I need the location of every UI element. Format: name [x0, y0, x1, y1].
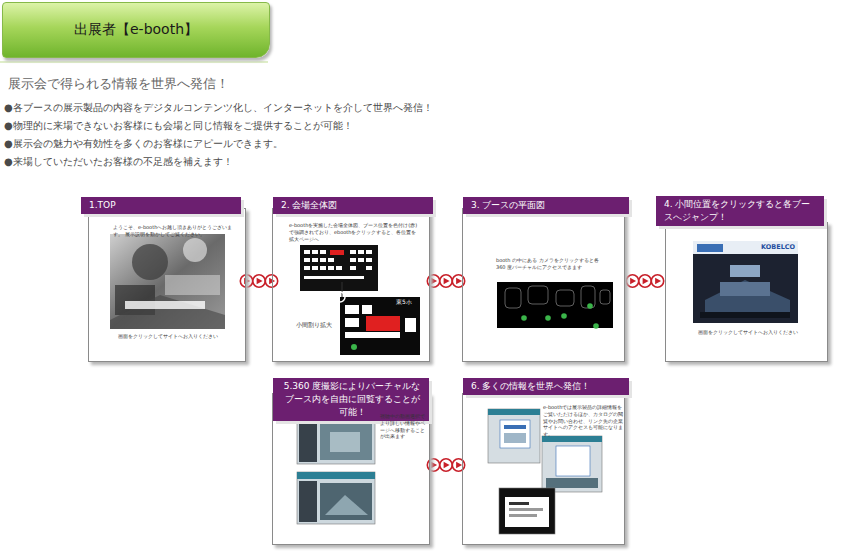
hall-name: 東5ホ [395, 298, 413, 306]
screen-panel: 2. 会場全体図e-boothを実施した会場全体図、ブース位置を色付け(赤)で強… [272, 208, 430, 362]
flow-arrow [427, 275, 464, 287]
title-underline [0, 61, 268, 63]
bullet-point: ●各ブースの展示製品の内容をデジタルコンテンツ化し、インターネットを介して世界へ… [4, 102, 433, 115]
screen-description: e-boothでは展示製品の詳細情報をご覧いただけるほか、カタログの閲覧やお問い… [543, 404, 623, 438]
screen-description: e-boothを実施した会場全体図、ブース位置を色付け(赤)で強調されており、e… [289, 222, 421, 242]
screen-panel: 6. 多くの情報を世界へ発信！e-boothでは展示製品の詳細情報をご覧いただけ… [462, 393, 625, 545]
flow-arrow [427, 459, 464, 471]
play-circle [440, 459, 452, 471]
play-circle [639, 275, 651, 287]
flow-arrow [626, 275, 663, 287]
step-heading: 2. 会場全体図 [273, 197, 433, 214]
venue-map [300, 245, 420, 355]
play-circle [626, 275, 638, 287]
booth-screen [693, 241, 798, 323]
zoom-label: 小間割り拡大 [296, 322, 332, 329]
screen-panel: 5.360 度撮影によりバーチャルなブース内を自由に回覧することが可能！視聴中の… [272, 393, 430, 545]
play-circle [651, 275, 663, 287]
top-page-photo [110, 234, 225, 329]
play-triangle [431, 462, 437, 469]
bullet-point: ●物理的に来場できないお客様にも会場と同じ情報をご提供することが可能！ [4, 120, 353, 133]
title-banner: 出展者【e-booth】 [2, 2, 270, 58]
play-triangle [444, 462, 450, 469]
bullet-point: ●展示会の魅力や有効性を多くのお客様にアピールできます。 [4, 138, 283, 151]
screen-panel: 4. 小間位置をクリックすると各ブースへジャンプ！画面をクリックしてサイトへお入… [665, 222, 828, 362]
screen-description: ようこそ、e-boothへお越し頂きありがとうございます。 展示説明を動かしてご… [113, 224, 233, 238]
screen-description: 画面をクリックしてサイトへお入りください [666, 329, 829, 336]
play-triangle [630, 278, 636, 285]
play-triangle [655, 278, 661, 285]
logo-text: KOBELCO [760, 243, 796, 251]
play-circle [253, 275, 265, 287]
screen-panel: 3. ブースの平面図booth の中にある カメラをクリックすると各 360 度… [462, 208, 625, 362]
step-heading: 1.TOP [81, 197, 241, 214]
bullet-point: ●来場していただいたお客様の不足感を補えます！ [4, 156, 233, 169]
screen-description: 視聴中の動画選択でより詳しい情報やページへ移動することが出来ます [380, 413, 428, 440]
step-heading: 3. ブースの平面図 [463, 197, 629, 214]
step-heading: 6. 多くの情報を世界へ発信！ [463, 378, 629, 395]
screen-caption: 画面をクリックしてサイトへお入りください [89, 333, 247, 340]
virtual-tour-screens [297, 413, 375, 524]
booth-floor-plan [497, 282, 613, 329]
step-heading: 4. 小間位置をクリックすると各ブースへジャンプ！ [656, 196, 824, 226]
play-triangle [431, 278, 437, 285]
play-triangle [643, 278, 649, 285]
play-circle [240, 275, 252, 287]
play-triangle [257, 278, 263, 285]
screen-panel: 1.TOPようこそ、e-boothへお越し頂きありがとうございます。 展示説明を… [88, 208, 246, 362]
subtitle: 展示会で得られる情報を世界へ発信！ [8, 76, 229, 92]
play-circle [440, 275, 452, 287]
play-triangle [444, 278, 450, 285]
screen-description: booth の中にある カメラをクリックすると各 360 度バーチャルにアクセス… [496, 257, 608, 271]
